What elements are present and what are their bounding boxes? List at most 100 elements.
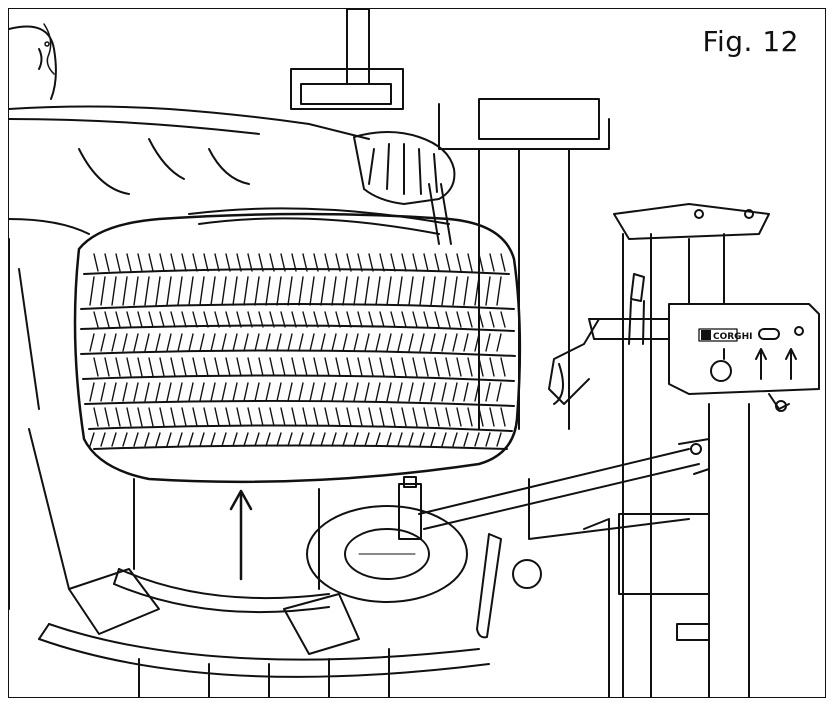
tread-groove: [258, 357, 264, 377]
tread-groove: [166, 382, 172, 402]
tread-groove: [397, 276, 403, 306]
tread-groove: [122, 432, 128, 447]
tread-groove: [401, 357, 407, 377]
tread-groove: [408, 276, 414, 306]
tread-groove: [280, 253, 286, 272]
tread-groove: [247, 407, 253, 427]
tread-groove: [170, 407, 176, 427]
lift-arrow-icon: [229, 489, 253, 581]
tread-groove: [258, 407, 264, 427]
tread-groove: [496, 432, 502, 447]
tread-groove: [368, 311, 374, 328]
tread-groove: [265, 382, 271, 402]
tread-groove: [401, 253, 407, 272]
tread-groove: [276, 276, 282, 306]
tread-groove: [155, 333, 161, 352]
tread-groove: [159, 311, 165, 328]
tread-groove: [379, 311, 385, 328]
tread-groove: [331, 276, 337, 306]
tread-groove: [478, 407, 484, 427]
tread-groove: [357, 253, 363, 272]
tread-groove: [148, 311, 154, 328]
tread-groove: [485, 382, 491, 402]
tread-groove: [346, 311, 352, 328]
wheel-rim-icon: [113, 478, 330, 614]
tread-groove: [265, 276, 271, 306]
tread-groove: [500, 357, 506, 377]
tread-groove: [467, 357, 473, 377]
tread-groove: [309, 276, 315, 306]
tread-groove: [221, 382, 227, 402]
turntable-icon: [38, 568, 490, 697]
tread-groove: [320, 276, 326, 306]
tread-groove: [177, 382, 183, 402]
tread-groove: [177, 333, 183, 352]
tread-groove: [390, 407, 396, 427]
tread-groove: [155, 432, 161, 447]
tread-groove: [137, 253, 143, 272]
tread-groove: [485, 432, 491, 447]
tread-groove: [280, 407, 286, 427]
tread-groove: [434, 311, 440, 328]
tread-groove: [489, 407, 495, 427]
tread-groove: [386, 382, 392, 402]
tread-groove: [111, 382, 117, 402]
operator-arm-icon: [9, 25, 370, 610]
tread-groove: [298, 333, 304, 352]
tread-groove: [133, 333, 139, 352]
tread-groove: [456, 311, 462, 328]
tread-groove: [313, 253, 319, 272]
tread-groove: [408, 333, 414, 352]
tread-groove: [89, 276, 95, 306]
tread-groove: [401, 407, 407, 427]
tread-groove: [192, 253, 198, 272]
glove-hand-icon: [353, 131, 456, 205]
tread-groove: [331, 382, 337, 402]
tread-groove: [210, 333, 216, 352]
tread-groove: [122, 276, 128, 306]
machine-column-icon: [290, 9, 610, 430]
tread-groove: [243, 382, 249, 402]
tread-groove: [137, 311, 143, 328]
tread-groove: [353, 382, 359, 402]
tread-groove: [386, 276, 392, 306]
tread-groove: [104, 253, 110, 272]
tread-groove: [199, 382, 205, 402]
tread-groove: [302, 253, 308, 272]
tread-groove: [192, 311, 198, 328]
operator-face-icon: [43, 23, 55, 75]
tread-groove: [419, 382, 425, 402]
tread-groove: [203, 357, 209, 377]
tread-groove: [331, 432, 337, 447]
tread-groove: [456, 357, 462, 377]
tread-groove: [192, 407, 198, 427]
tread-groove: [236, 357, 242, 377]
tread-groove: [111, 276, 117, 306]
tread-groove: [478, 311, 484, 328]
tread-groove: [412, 311, 418, 328]
tread-groove: [276, 382, 282, 402]
tread-groove: [430, 333, 436, 352]
lever-handle-icon: [476, 533, 542, 639]
tread-groove: [364, 333, 370, 352]
tread-groove: [320, 432, 326, 447]
tread-groove: [364, 432, 370, 447]
tire-changer-illustration: CORGHI: [9, 9, 820, 697]
tread-groove: [463, 382, 469, 402]
tread-groove: [104, 357, 110, 377]
tread-groove: [474, 333, 480, 352]
tread-groove: [467, 253, 473, 272]
tread-groove: [419, 276, 425, 306]
tread-groove: [122, 333, 128, 352]
tread-groove: [159, 357, 165, 377]
tread-groove: [364, 382, 370, 402]
tread-groove: [188, 276, 194, 306]
tread-groove: [192, 357, 198, 377]
tread-groove: [419, 432, 425, 447]
tread-groove: [302, 407, 308, 427]
tread-groove: [133, 276, 139, 306]
tread-groove: [232, 276, 238, 306]
tread-groove: [342, 382, 348, 402]
tread-groove: [291, 311, 297, 328]
tread-groove: [441, 432, 447, 447]
